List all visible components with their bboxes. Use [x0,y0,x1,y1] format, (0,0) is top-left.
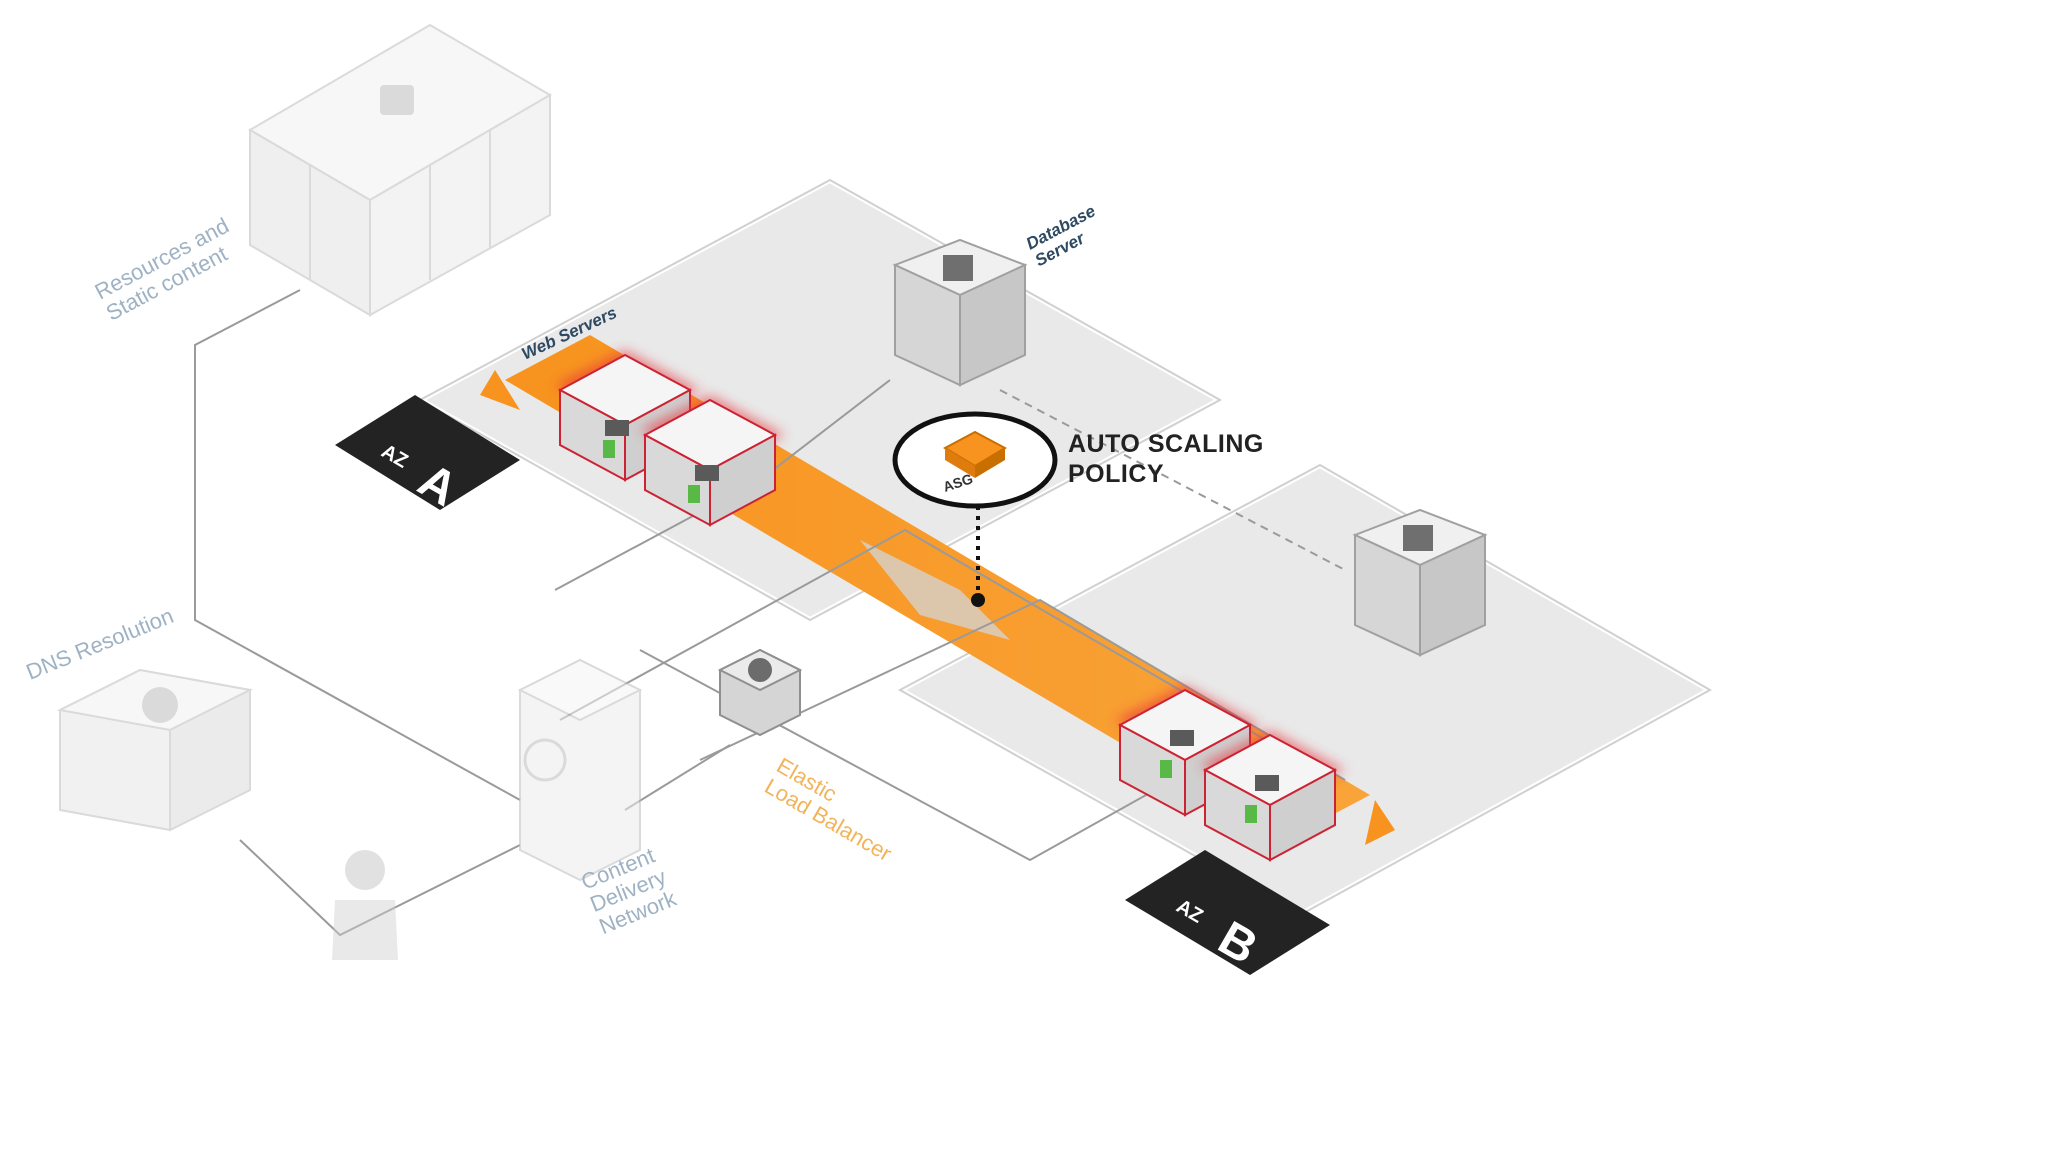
resources-static-content-icon [248,23,552,317]
elastic-load-balancer-icon [717,648,803,737]
cdn-icon [517,658,643,882]
dns-icon [56,668,254,832]
elb-label: Elastic Load Balancer [761,753,908,866]
web-server-instance-a1 [555,350,700,482]
user-icon [332,850,398,960]
database-replica-icon [1352,508,1488,657]
web-server-instance-a2 [640,395,785,527]
availability-zone-b-platform [893,461,1717,919]
resources-label: Resources and Static content [91,210,250,326]
web-server-instance-b1 [1115,685,1260,817]
auto-scaling-policy-callout: ASG [892,411,1058,607]
database-server-icon [892,238,1028,387]
web-server-instance-b2 [1200,730,1345,862]
auto-scaling-policy-label: AUTO SCALING POLICY [1068,430,1271,488]
database-label: Database Server [1023,199,1112,270]
